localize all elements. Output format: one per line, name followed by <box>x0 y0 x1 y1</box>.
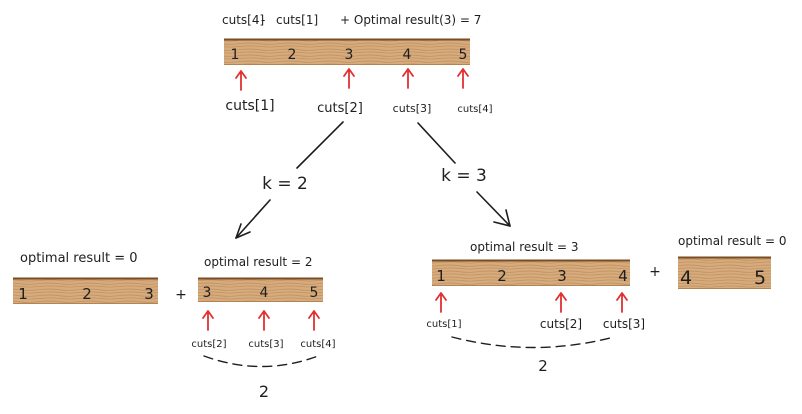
right-piece-a-number: 2 <box>497 267 507 285</box>
right-piece-a-plank <box>432 260 630 286</box>
branch-line-lower <box>235 199 271 239</box>
right-piece-a: optimal result = 3 1 2 3 4 cuts[1] cuts[… <box>426 240 645 375</box>
equation-optimal-result: + Optimal result(3) = 7 <box>340 13 481 27</box>
cut-label: cuts[3] <box>393 102 432 115</box>
branch-line-upper <box>296 121 344 169</box>
brace-dashed-curve <box>451 336 615 349</box>
right-piece-b-number: 5 <box>754 267 766 289</box>
top-board-number: 1 <box>231 47 240 63</box>
red-up-arrow-icon <box>202 310 214 331</box>
cut-label: cuts[2] <box>540 317 582 331</box>
right-piece-a-sum: 2 <box>538 357 548 375</box>
cut-label: cuts[1] <box>225 98 274 114</box>
red-up-arrow-icon <box>235 70 247 91</box>
right-piece-b-title: optimal result = 0 <box>678 234 786 248</box>
right-piece-a-number: 1 <box>436 267 446 285</box>
cut-label: cuts[3] <box>603 317 645 331</box>
cut-label: cuts[4] <box>300 339 335 350</box>
top-board-plank <box>224 39 470 65</box>
top-board: 1 2 3 4 5 <box>224 38 470 65</box>
branch-arrowhead-icon <box>235 223 251 239</box>
branch-line-lower <box>476 191 511 227</box>
cut-label: cuts[1] <box>426 319 461 330</box>
top-cut-arrows <box>235 68 469 91</box>
right-plus-sign: + <box>649 264 661 280</box>
cut-label: cuts[4] <box>457 104 492 115</box>
left-piece-b-sum: 2 <box>259 382 269 401</box>
right-piece-a-number: 3 <box>557 267 567 285</box>
left-piece-a-plank <box>13 278 158 304</box>
left-piece-a-number: 3 <box>144 285 154 303</box>
red-up-arrow-icon <box>343 68 355 89</box>
red-up-arrow-icon <box>435 292 447 313</box>
branch-label-k2: k = 2 <box>262 174 308 194</box>
branch-arrowhead-icon <box>493 209 511 227</box>
red-up-arrow-icon <box>402 68 414 89</box>
left-piece-b-number: 3 <box>203 285 212 301</box>
top-board-number: 3 <box>345 47 354 63</box>
branch-right: k = 3 <box>417 122 511 227</box>
top-board-number: 2 <box>288 47 297 63</box>
cut-label: cuts[2] <box>191 339 226 350</box>
red-up-arrow-icon <box>457 68 469 89</box>
top-board-number: 5 <box>459 47 468 63</box>
red-up-arrow-icon <box>258 310 270 331</box>
right-piece-a-title: optimal result = 3 <box>470 240 578 254</box>
brace-dashed-curve <box>203 355 319 368</box>
right-piece-a-number: 4 <box>618 267 628 285</box>
top-board-number: 4 <box>403 47 412 63</box>
branch-line-upper <box>417 122 456 164</box>
left-piece-b-number: 5 <box>310 285 319 301</box>
cut-label: cuts[3] <box>248 339 283 350</box>
left-piece-a-number: 1 <box>18 285 28 303</box>
left-plus-sign: + <box>175 287 187 303</box>
red-up-arrow-icon <box>555 292 567 313</box>
left-piece-b-plank <box>198 278 323 302</box>
branch-left: k = 2 <box>235 121 344 239</box>
left-piece-b-title: optimal result = 2 <box>204 255 312 269</box>
red-up-arrow-icon <box>308 310 320 331</box>
equation-term-cuts-4: cuts[4] <box>222 13 264 27</box>
left-piece-a-number: 2 <box>82 285 92 303</box>
left-piece-b-number: 4 <box>260 285 269 301</box>
red-up-arrow-icon <box>616 292 628 313</box>
left-piece-b: optimal result = 2 3 4 5 cuts[2] cuts[3]… <box>191 255 335 401</box>
top-equation: cuts[4] - cuts[1] + Optimal result(3) = … <box>222 13 481 27</box>
cut-label: cuts[2] <box>317 101 363 116</box>
equation-term-cuts-1: cuts[1] <box>276 13 318 27</box>
equation-minus: - <box>261 13 265 27</box>
left-piece-a: optimal result = 0 1 2 3 <box>13 251 158 304</box>
branch-label-k3: k = 3 <box>441 166 487 186</box>
right-piece-b: optimal result = 0 4 5 <box>678 234 786 289</box>
right-piece-b-plank <box>678 257 771 289</box>
left-piece-a-title: optimal result = 0 <box>20 251 138 266</box>
right-piece-b-number: 4 <box>680 267 692 289</box>
top-cut-labels: cuts[1] cuts[2] cuts[3] cuts[4] <box>225 98 492 116</box>
